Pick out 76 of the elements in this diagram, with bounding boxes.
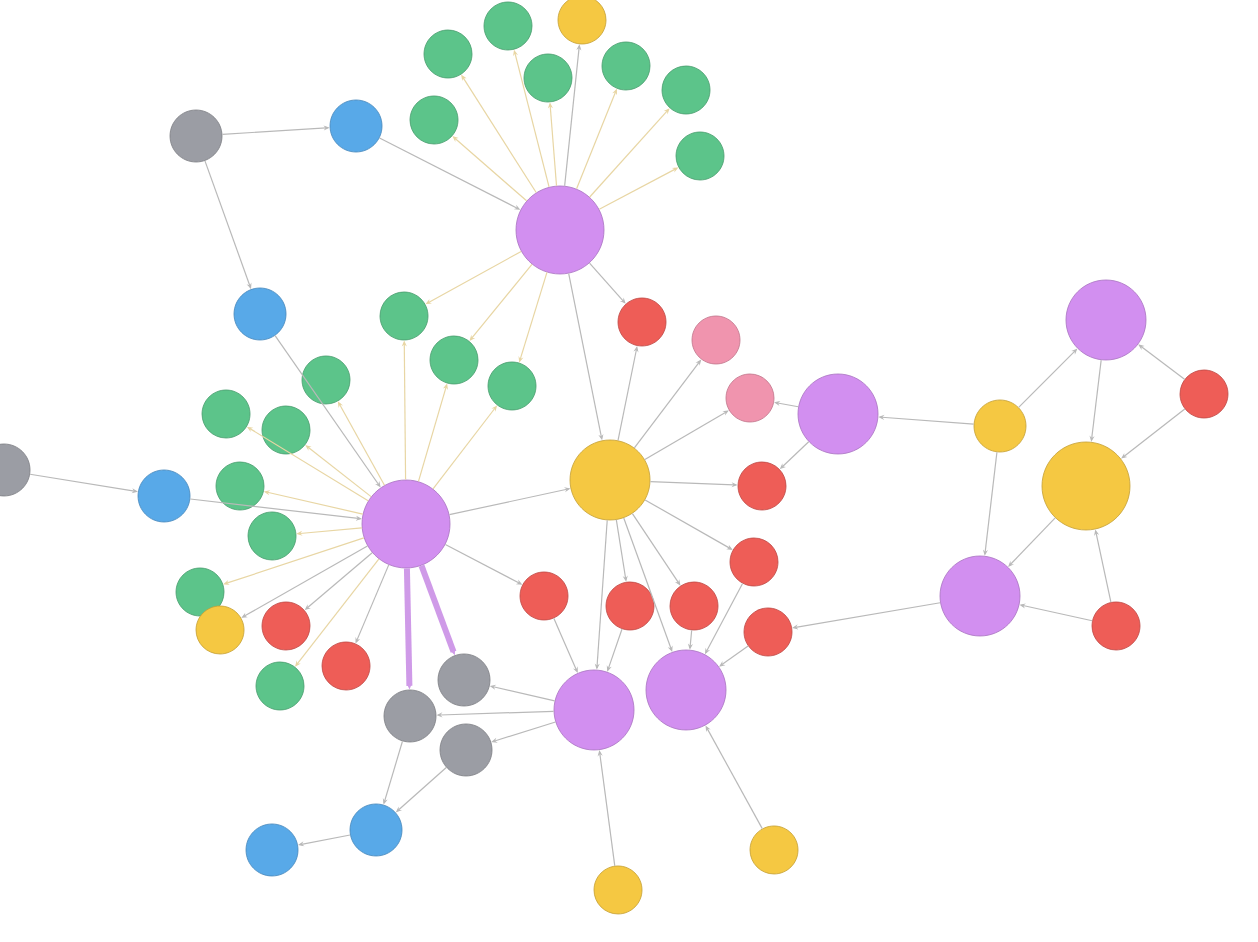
graph-node bbox=[437, 653, 491, 707]
arrow bbox=[719, 645, 749, 667]
graph-node bbox=[669, 581, 719, 631]
arrow bbox=[588, 262, 626, 304]
graph-node bbox=[201, 389, 251, 439]
arrow bbox=[452, 136, 528, 202]
arrow bbox=[305, 445, 372, 498]
graph-node bbox=[321, 641, 371, 691]
arrow bbox=[1121, 408, 1186, 459]
graph-node bbox=[973, 399, 1027, 453]
graph-node bbox=[361, 479, 451, 569]
graph-node bbox=[169, 109, 223, 163]
graph-node bbox=[439, 723, 493, 777]
graph-node bbox=[1179, 369, 1229, 419]
graph-node bbox=[519, 571, 569, 621]
graph-node bbox=[429, 335, 479, 385]
arrow bbox=[589, 108, 670, 198]
graph-node bbox=[383, 689, 437, 743]
graph-node bbox=[593, 865, 643, 915]
arrow bbox=[491, 721, 557, 743]
arrow bbox=[1008, 517, 1056, 567]
arrow bbox=[606, 628, 623, 672]
graph-node bbox=[349, 803, 403, 857]
arrow bbox=[644, 410, 729, 461]
graph-node bbox=[379, 291, 429, 341]
graph-node bbox=[601, 41, 651, 91]
graph-node bbox=[423, 29, 473, 79]
graph-node bbox=[737, 461, 787, 511]
graph-node bbox=[1041, 441, 1131, 531]
graph-node bbox=[515, 185, 605, 275]
arrow bbox=[623, 517, 673, 652]
arrow bbox=[792, 602, 941, 630]
graph-node bbox=[661, 65, 711, 115]
graph-node bbox=[261, 405, 311, 455]
graph-node bbox=[137, 469, 191, 523]
graph-node bbox=[553, 669, 635, 751]
graph-node bbox=[301, 355, 351, 405]
graph-node bbox=[245, 823, 299, 877]
graph-node bbox=[487, 361, 537, 411]
arrow bbox=[241, 545, 369, 618]
graph-node bbox=[605, 581, 655, 631]
graph-node bbox=[255, 661, 305, 711]
graph-node bbox=[247, 511, 297, 561]
graph-node bbox=[675, 131, 725, 181]
arrow bbox=[597, 750, 616, 867]
graph-node bbox=[797, 373, 879, 455]
graph-node bbox=[409, 95, 459, 145]
graph-node bbox=[261, 601, 311, 651]
graph-node bbox=[569, 439, 651, 521]
graph-node bbox=[175, 567, 225, 617]
graph-node bbox=[645, 649, 727, 731]
graph-node bbox=[1091, 601, 1141, 651]
arrow bbox=[631, 513, 681, 586]
arrow bbox=[553, 617, 578, 673]
graph-node bbox=[0, 443, 31, 497]
arrow bbox=[644, 499, 733, 550]
arrow bbox=[223, 537, 365, 585]
graph-node bbox=[725, 373, 775, 423]
graph-node bbox=[233, 287, 287, 341]
graph-node bbox=[523, 53, 573, 103]
arrow bbox=[1138, 344, 1186, 380]
graph-node bbox=[1065, 279, 1147, 361]
graph-node bbox=[483, 1, 533, 51]
graph-node bbox=[939, 555, 1021, 637]
graph-node bbox=[749, 825, 799, 875]
graph-node bbox=[195, 605, 245, 655]
graph-node bbox=[557, 0, 607, 45]
graph-node bbox=[215, 461, 265, 511]
arrow bbox=[615, 519, 628, 582]
arrow bbox=[189, 498, 362, 521]
arrow bbox=[295, 558, 380, 667]
graph-node bbox=[729, 537, 779, 587]
graph-node bbox=[691, 315, 741, 365]
graph-node bbox=[743, 607, 793, 657]
graph-node bbox=[617, 297, 667, 347]
graph-node bbox=[329, 99, 383, 153]
